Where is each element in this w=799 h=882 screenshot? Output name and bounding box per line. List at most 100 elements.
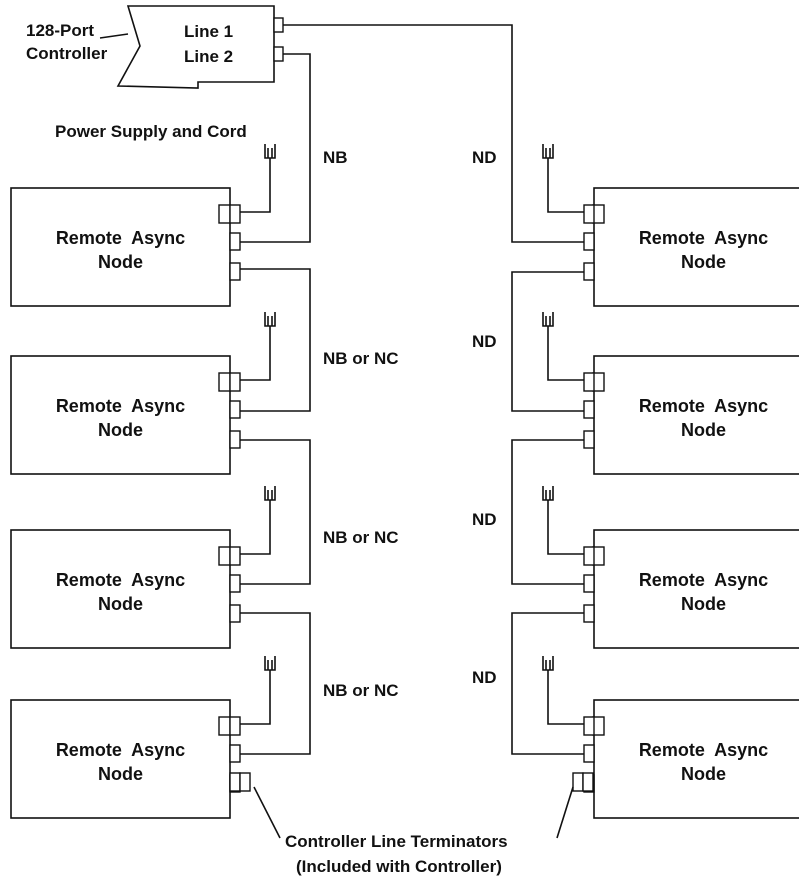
terminators-label-2: (Included with Controller) [296,857,502,876]
node-label-line2: Node [681,594,726,614]
node-label-line1: Remote Async [56,396,185,416]
comm-port-out [583,262,595,281]
comm-port-in [229,232,241,251]
power-port [218,546,231,566]
power-cord [240,500,271,555]
controller-port-2-label: Line 2 [184,47,233,66]
power-cord [547,670,584,725]
node-label-line2: Node [98,764,143,784]
node-label-line2: Node [681,252,726,272]
terminator-b [239,772,251,792]
node-label-line1: Remote Async [639,740,768,760]
power-cord [547,500,584,555]
cable-label-left-3: NB or NC [323,528,399,547]
terminator-leader-right [556,786,574,839]
right-chain-3 [511,612,584,755]
comm-port-in [583,400,595,419]
comm-port-in [229,400,241,419]
left-chain-1 [240,268,311,412]
comm-port-in [229,574,241,593]
controller-port-2 [273,46,284,62]
comm-port-in [583,232,595,251]
line1-cable [283,24,584,243]
left-chain-2 [240,439,311,585]
power-plug-icon [542,656,554,671]
node-label-line1: Remote Async [639,396,768,416]
power-plug-icon [264,144,276,159]
power-plug-icon [542,144,554,159]
node-box [10,355,231,475]
terminator-a [572,772,584,792]
power-port-outer [229,204,241,224]
node-label-line2: Node [681,764,726,784]
node-label-line1: Remote Async [56,740,185,760]
power-port-outer [229,372,241,392]
node-box [10,699,231,819]
power-port-outer [583,546,595,566]
node-label-line2: Node [98,420,143,440]
node-label-line2: Node [98,594,143,614]
power-plug-icon [264,656,276,671]
controller-label-2: Controller [26,44,108,63]
node-label-line2: Node [681,420,726,440]
power-port-outer [229,546,241,566]
comm-port-in [229,744,241,763]
cable-label-right-3: ND [472,510,497,529]
power-cord [240,326,271,381]
power-plug-icon [264,312,276,327]
terminators-label-1: Controller Line Terminators [285,832,508,851]
right-chain-1 [511,271,584,412]
cable-label-left-1: NB [323,148,348,167]
power-supply-label: Power Supply and Cord [55,122,247,141]
terminator-leader-left [253,786,281,839]
node-box [10,529,231,649]
node-label-line1: Remote Async [639,570,768,590]
power-port [218,716,231,736]
comm-port-out [229,262,241,281]
power-port-outer [583,716,595,736]
controller-port-1 [273,17,284,33]
comm-port-out [229,604,241,623]
power-port [218,204,231,224]
cable-label-left-2: NB or NC [323,349,399,368]
power-port-outer [229,716,241,736]
node-label-line1: Remote Async [639,228,768,248]
power-cord [547,326,584,381]
node-label-line1: Remote Async [56,570,185,590]
comm-port-in [583,574,595,593]
cable-label-left-4: NB or NC [323,681,399,700]
power-plug-icon [542,312,554,327]
power-port-outer [583,204,595,224]
cable-label-right-2: ND [472,332,497,351]
cable-label-right-1: ND [472,148,497,167]
comm-port-out [583,604,595,623]
power-port-outer [583,372,595,392]
controller-label-leader [99,33,129,39]
comm-port-out [583,430,595,449]
controller: 128-Port Controller Line 1 Line 2 [26,5,284,89]
left-chain-3 [240,612,311,755]
terminator-a [229,772,241,792]
node-box [593,529,799,649]
power-cord [240,670,271,725]
node-box [593,355,799,475]
comm-port-out [229,430,241,449]
controller-port-1-label: Line 1 [184,22,233,41]
cable-label-right-4: ND [472,668,497,687]
node-label-line1: Remote Async [56,228,185,248]
terminator-b [582,772,594,792]
node-label-line2: Node [98,252,143,272]
power-port [218,372,231,392]
power-plug-icon [542,486,554,501]
power-cord [240,158,271,213]
